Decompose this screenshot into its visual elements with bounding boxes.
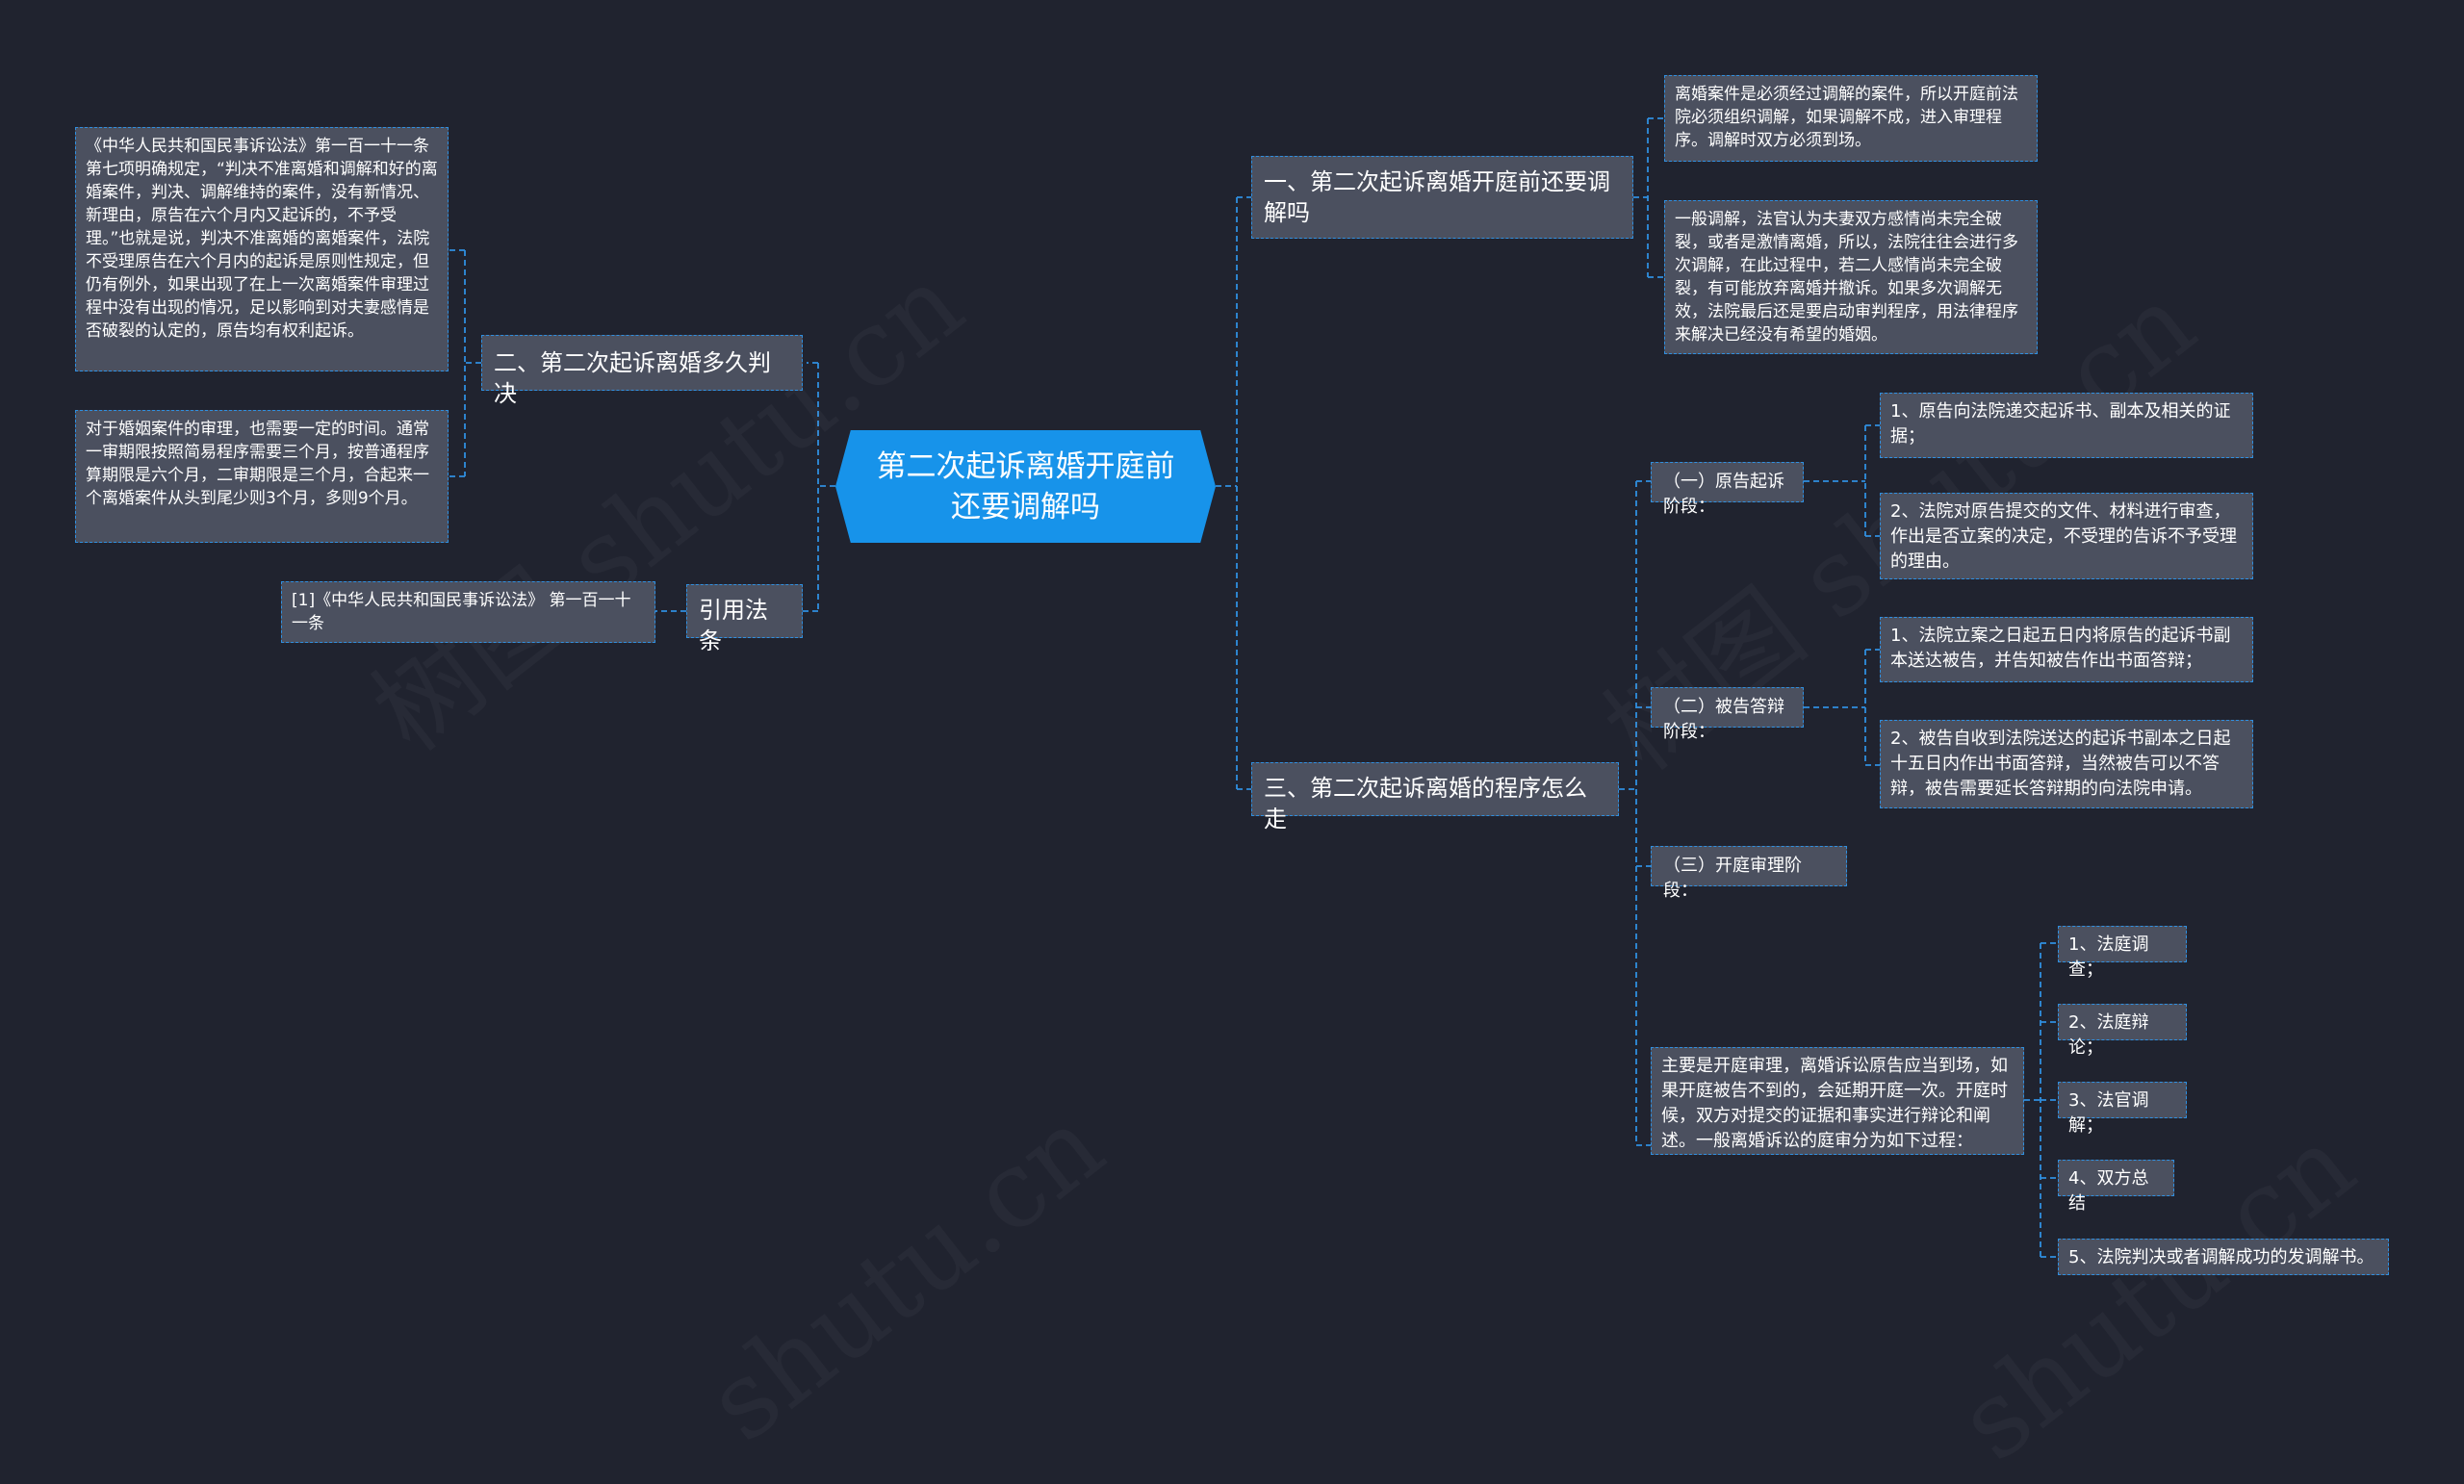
- leaf-serve-defendant[interactable]: 1、法院立案之日起五日内将原告的起诉书副本送达被告，并告知被告作出书面答辩；: [1880, 617, 2253, 682]
- leaf-cited-article[interactable]: [1]《中华人民共和国民事诉讼法》 第一百一十一条: [281, 581, 655, 643]
- leaf-text: 2、法院对原告提交的文件、材料进行审查，作出是否立案的决定，不受理的告诉不予受理…: [1890, 501, 2237, 572]
- stage-label: （一）原告起诉阶段：: [1663, 472, 1784, 517]
- leaf-trial-period[interactable]: 对于婚姻案件的审理，也需要一定的时间。通常一审期限按照简易程序需要三个月，按普通…: [75, 410, 449, 543]
- leaf-text: 1、原告向法院递交起诉书、副本及相关的证据；: [1890, 401, 2231, 447]
- stage-hearing-description[interactable]: 主要是开庭审理，离婚诉讼原告应当到场，如果开庭被告不到的，会延期开庭一次。开庭时…: [1651, 1047, 2024, 1155]
- mind-map-canvas: 树图 shutu.cn 树图 shutu.cn shutu.cn shutu.c…: [75, 75, 2389, 1275]
- branch-label: 引用法条: [699, 597, 768, 654]
- leaf-text: 2、被告自收到法院送达的起诉书副本之日起十五日内作出书面答辩，当然被告可以不答辩…: [1890, 729, 2231, 799]
- leaf-text: 2、法庭辩论；: [2068, 1012, 2149, 1058]
- leaf-submit-complaint[interactable]: 1、原告向法院递交起诉书、副本及相关的证据；: [1880, 393, 2253, 458]
- stage-court-hearing[interactable]: （三）开庭审理阶段：: [1651, 846, 1847, 901]
- leaf-text: [1]《中华人民共和国民事诉讼法》 第一百一十一条: [292, 591, 631, 633]
- leaf-court-debate[interactable]: 2、法庭辩论；: [2058, 1004, 2187, 1058]
- stage-label: （三）开庭审理阶段：: [1663, 856, 1802, 901]
- leaf-text: 3、法官调解；: [2068, 1090, 2149, 1136]
- leaf-text: 1、法庭调查；: [2068, 934, 2149, 980]
- branch-procedure[interactable]: 三、第二次起诉离婚的程序怎么走: [1251, 762, 1619, 832]
- leaf-mediation-required[interactable]: 离婚案件是必须经过调解的案件，所以开庭前法院必须组织调解，如果调解不成，进入审理…: [1664, 75, 2038, 162]
- leaf-text: 对于婚姻案件的审理，也需要一定的时间。通常一审期限按照简易程序需要三个月，按普通…: [86, 420, 429, 508]
- stage-label: （二）被告答辩阶段：: [1663, 697, 1784, 742]
- connector-lines: [449, 117, 2058, 1258]
- leaf-court-investigation[interactable]: 1、法庭调查；: [2058, 926, 2187, 980]
- leaf-text: 一般调解，法官认为夫妻双方感情尚未完全破裂，或者是激情离婚，所以，法院往往会进行…: [1675, 210, 2018, 345]
- leaf-court-review[interactable]: 2、法院对原告提交的文件、材料进行审查，作出是否立案的决定，不受理的告诉不予受理…: [1880, 493, 2253, 579]
- stage-label: 主要是开庭审理，离婚诉讼原告应当到场，如果开庭被告不到的，会延期开庭一次。开庭时…: [1661, 1056, 2008, 1151]
- root-topic[interactable]: 第二次起诉离婚开庭前还要调解吗: [835, 430, 1216, 543]
- branch-label: 三、第二次起诉离婚的程序怎么走: [1264, 775, 1587, 832]
- leaf-text: 离婚案件是必须经过调解的案件，所以开庭前法院必须组织调解，如果调解不成，进入审理…: [1675, 85, 2018, 150]
- leaf-multiple-mediations[interactable]: 一般调解，法官认为夫妻双方感情尚未完全破裂，或者是激情离婚，所以，法院往往会进行…: [1664, 200, 2038, 354]
- branch-judgement-time[interactable]: 二、第二次起诉离婚多久判决: [481, 335, 803, 407]
- leaf-court-judgement[interactable]: 5、法院判决或者调解成功的发调解书。: [2058, 1239, 2389, 1275]
- stage-plaintiff-filing[interactable]: （一）原告起诉阶段：: [1651, 462, 1804, 517]
- branch-label: 二、第二次起诉离婚多久判决: [494, 349, 771, 407]
- leaf-civil-procedure-law[interactable]: 《中华人民共和国民事诉讼法》第一百一十一条第七项明确规定，“判决不准离婚和调解和…: [75, 127, 449, 371]
- leaf-text: 《中华人民共和国民事诉讼法》第一百一十一条第七项明确规定，“判决不准离婚和调解和…: [86, 137, 438, 341]
- leaf-text: 5、法院判决或者调解成功的发调解书。: [2068, 1247, 2374, 1267]
- leaf-both-summary[interactable]: 4、双方总结: [2058, 1160, 2174, 1214]
- leaf-text: 1、法院立案之日起五日内将原告的起诉书副本送达被告，并告知被告作出书面答辩；: [1890, 626, 2231, 671]
- branch-label: 一、第二次起诉离婚开庭前还要调解吗: [1264, 168, 1610, 226]
- branch-cited-law[interactable]: 引用法条: [686, 584, 803, 654]
- stage-defendant-reply[interactable]: （二）被告答辩阶段：: [1651, 687, 1804, 742]
- leaf-judge-mediation[interactable]: 3、法官调解；: [2058, 1082, 2187, 1136]
- leaf-text: 4、双方总结: [2068, 1168, 2149, 1214]
- leaf-written-reply[interactable]: 2、被告自收到法院送达的起诉书副本之日起十五日内作出书面答辩，当然被告可以不答辩…: [1880, 720, 2253, 808]
- branch-mediation-before-trial[interactable]: 一、第二次起诉离婚开庭前还要调解吗: [1251, 156, 1633, 239]
- root-topic-label: 第二次起诉离婚开庭前还要调解吗: [876, 448, 1175, 525]
